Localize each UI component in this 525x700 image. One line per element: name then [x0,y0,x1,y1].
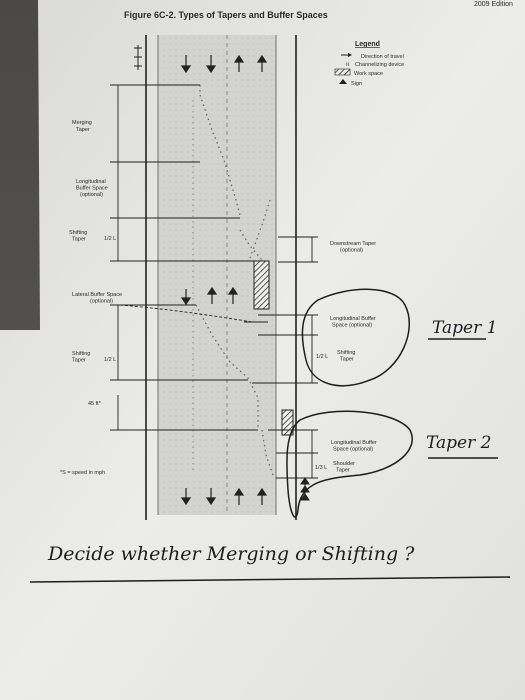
footnote: *S = speed in mph [60,470,105,476]
legend-item-label: Direction of travel [361,54,404,60]
direction-arrows-middle [180,286,239,306]
work-space-lower [281,409,294,436]
legend-item-label: Sign [351,81,362,87]
printed-labels: Merging Taper Longitudinal Buffer Space … [60,120,378,476]
sign-stack-top [134,45,142,70]
left-dimension-lines [110,84,258,431]
shifting-taper-devices-top [249,199,271,259]
legend-item-label: Work space [354,71,383,77]
distance-45-label: 45 ft* [88,401,102,407]
l-half-label-3: 1/2 L [104,357,116,363]
legend: Legend Direction of travel ıı Channelizi… [334,41,404,87]
lateral-buffer-leader [119,304,253,323]
longitudinal-buffer-label-2: Longitudinal Buffer Space (optional) [330,316,377,329]
circle-taper2 [286,410,413,518]
handwritten-question: Decide whether Merging or Shifting ? [47,543,415,565]
third-l-label: 1/3 L [315,465,327,471]
shifting-taper-label-1: Shifting Taper [69,230,89,243]
shoulder-taper-devices [261,429,275,479]
direction-arrows-top [180,54,268,74]
direction-arrows-bottom [180,487,268,506]
half-l-label-2: 1/2 L [316,354,328,360]
longitudinal-buffer-label-3: Longitudinal Buffer Space (optional) [331,440,378,453]
longitudinal-buffer-label-1: Longitudinal Buffer Space (optional) [76,179,109,198]
question-underline [29,576,511,583]
shoulder-taper-label: Shoulder Taper [333,461,357,474]
work-space-upper [253,260,270,310]
legend-item-label: Channelizing device [355,62,404,68]
sign-icon [339,79,347,84]
merging-taper-label: Merging Taper [72,120,93,133]
handwritten-taper2: Taper 2 [426,433,491,453]
arrow-right-icon-head [348,53,352,57]
handwritten-taper1: Taper 1 [432,318,497,338]
handwritten-annotations [29,288,511,583]
edition-label: 2009 Edition [474,1,513,8]
channelizing-device-icon: ıı [346,62,350,68]
l-half-label-1: 1/2 L [104,236,116,242]
circle-taper1 [301,288,410,387]
shifting-taper-label-3: Shifting Taper [72,351,92,364]
legend-heading: Legend [355,41,380,48]
lateral-buffer-label: Lateral Buffer Space (optional) [72,292,124,305]
hatched-box-icon [334,68,351,76]
shifting-taper-label-2: Shifting Taper [337,350,357,363]
downstream-taper-label: Downstream Taper (optional) [330,241,378,254]
figure-title: Figure 6C-2. Types of Tapers and Buffer … [124,10,328,20]
